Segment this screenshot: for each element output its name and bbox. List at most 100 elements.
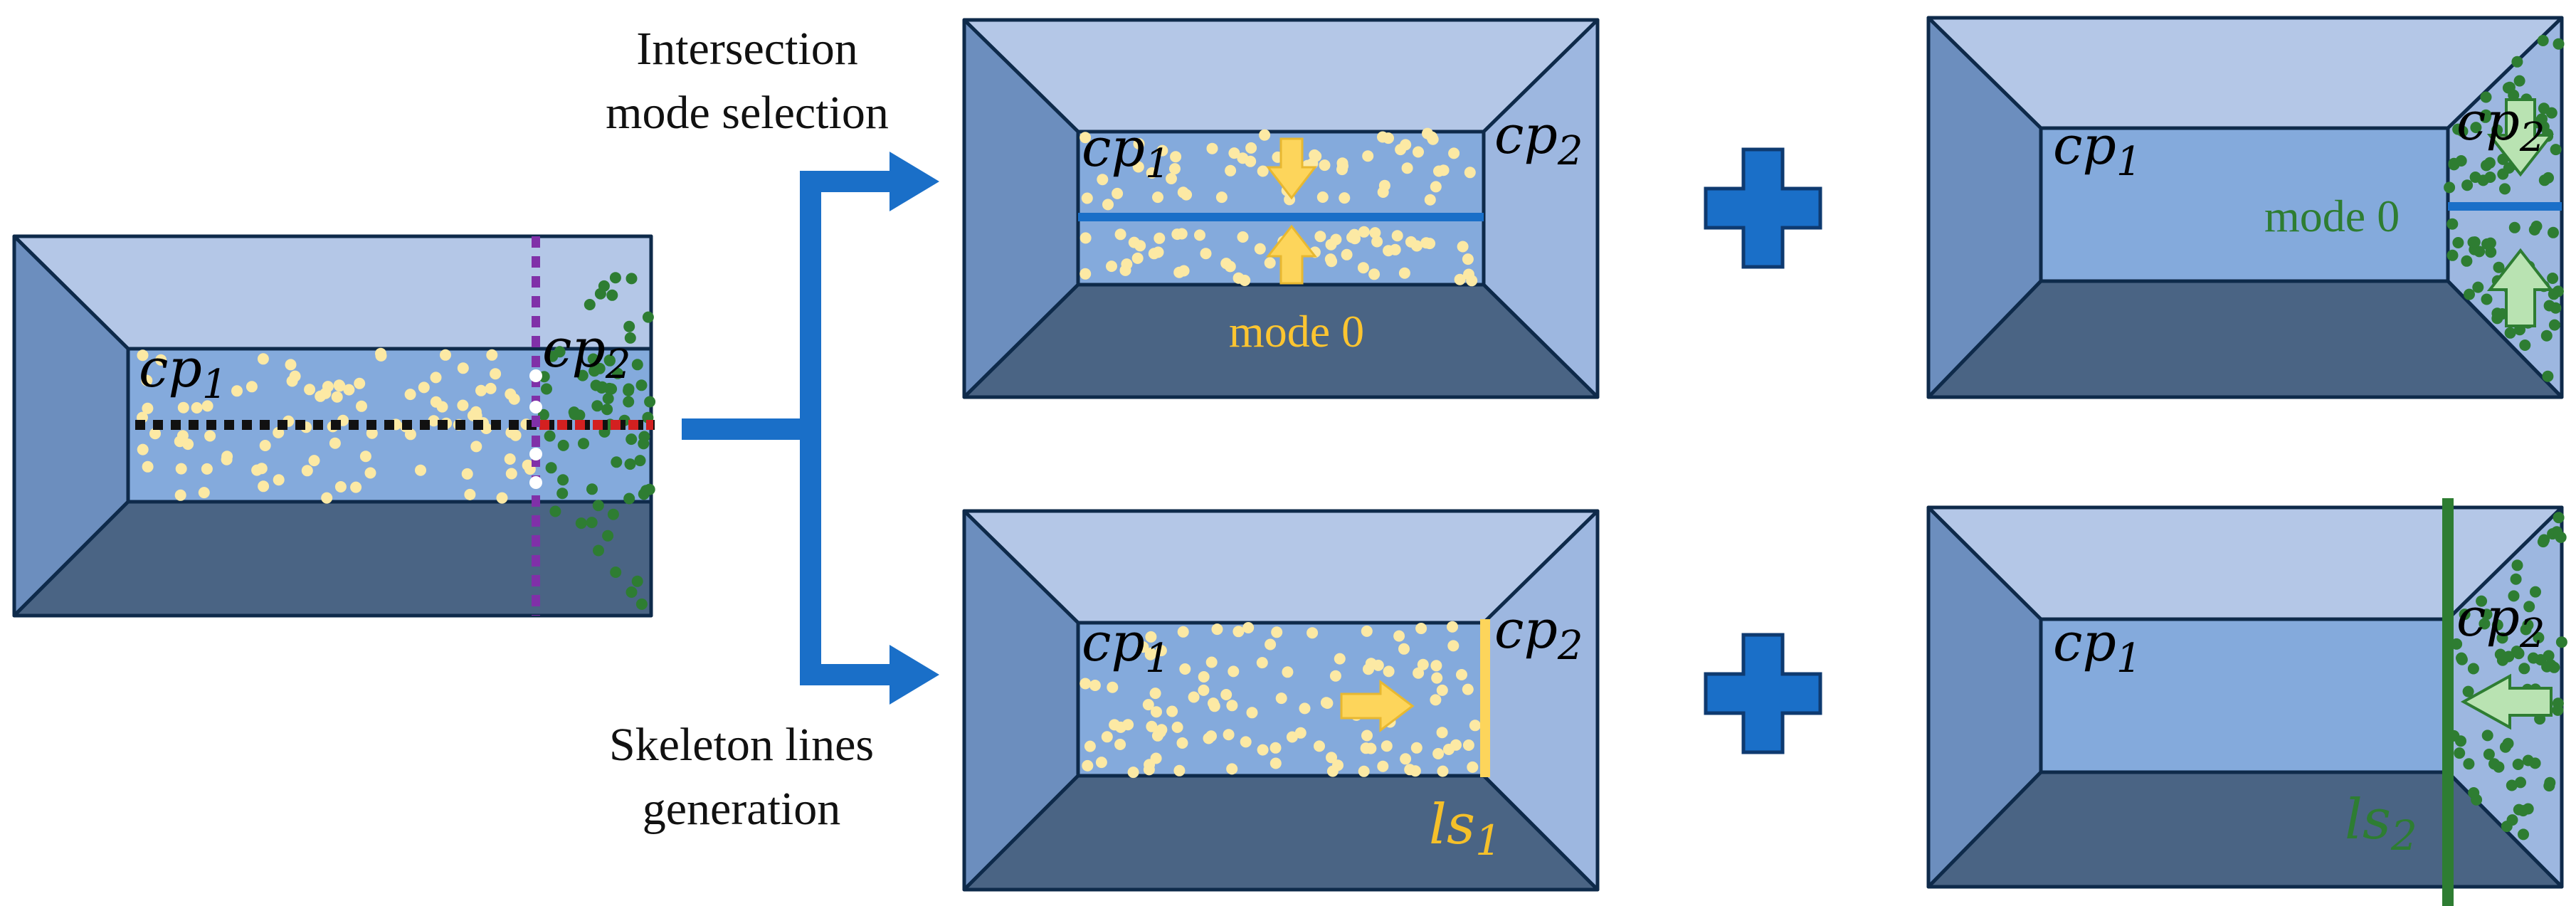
yellow-point (1226, 763, 1238, 775)
yellow-point (1226, 700, 1238, 712)
yellow-point (1225, 164, 1237, 177)
green-point (635, 598, 648, 610)
green-point (2469, 236, 2481, 248)
arrow-bottom-branch (800, 664, 899, 685)
yellow-point (457, 399, 469, 411)
yellow-point (1239, 275, 1251, 286)
yellow-point (1432, 748, 1445, 759)
green-point (2508, 221, 2520, 233)
yellow-point (1424, 238, 1436, 250)
yellow-point (464, 488, 476, 500)
green-point (545, 462, 557, 474)
yellow-point (1357, 262, 1369, 274)
yellow-point (1467, 761, 1479, 773)
yellow-point (1371, 236, 1383, 248)
yellow-point (204, 430, 216, 442)
yellow-point (1257, 165, 1269, 177)
green-point (590, 379, 602, 391)
green-point (2455, 735, 2466, 747)
yellow-point (329, 437, 341, 449)
yellow-point (182, 438, 194, 451)
yellow-point (1275, 692, 1287, 705)
yellow-point (1240, 736, 1252, 748)
yellow-point (331, 391, 343, 403)
green-point (2536, 113, 2548, 125)
skeleton-yellow-cp2-label: cp2 (1494, 599, 1583, 669)
yellow-point (1194, 229, 1205, 241)
green-point (2463, 758, 2475, 770)
green-point (631, 359, 643, 371)
plus-icon (1704, 633, 1822, 754)
mode-green-label: mode 0 (2264, 191, 2400, 241)
input-cp1-label: cp1 (139, 338, 227, 408)
yellow-point (251, 464, 263, 476)
yellow-point (1166, 705, 1178, 717)
white-intersection-point (529, 369, 542, 382)
yellow-point (1316, 191, 1329, 203)
green-point (2456, 652, 2467, 664)
yellow-point (486, 349, 498, 361)
yellow-point (1173, 764, 1186, 776)
green-point (2538, 534, 2550, 546)
step-label-mode-selection: mode selection (606, 87, 889, 139)
yellow-point (1220, 258, 1232, 270)
yellow-point (1089, 680, 1101, 691)
yellow-point (1378, 179, 1390, 191)
yellow-point (137, 443, 149, 455)
mode-yellow-label: mode 0 (1229, 306, 1364, 357)
yellow-point (1329, 670, 1341, 682)
green-point (2481, 293, 2493, 305)
yellow-point (1410, 742, 1422, 754)
yellow-point (1294, 727, 1307, 739)
green-point (541, 383, 552, 395)
green-point (2497, 168, 2509, 180)
yellow-point (1413, 146, 1424, 158)
green-point (603, 354, 616, 367)
green-point (2528, 652, 2539, 664)
arrow-trunk (800, 171, 821, 685)
yellow-point (1286, 731, 1298, 743)
green-point (2533, 632, 2545, 643)
green-point (2552, 704, 2564, 716)
yellow-point (1265, 638, 1277, 650)
yellow-point (149, 428, 161, 440)
yellow-point (1097, 174, 1109, 186)
yellow-point (1269, 757, 1282, 769)
green-point (2503, 81, 2516, 93)
green-point (2493, 261, 2505, 273)
yellow-point (1188, 691, 1200, 703)
yellow-point (1155, 645, 1167, 657)
yellow-point (1156, 144, 1168, 157)
yellow-point (404, 389, 416, 401)
green-point (2496, 632, 2508, 644)
green-point (638, 438, 650, 450)
down-arrow (2486, 98, 2555, 177)
yellow-point (155, 354, 167, 366)
skeleton-green-cp2-label: cp2 (2456, 587, 2545, 657)
yellow-point (1146, 167, 1158, 179)
yellow-point (142, 402, 154, 414)
yellow-point (1156, 724, 1168, 736)
yellow-point (1114, 228, 1126, 241)
yellow-point (1456, 669, 1467, 680)
yellow-point (1080, 678, 1092, 690)
green-point (2455, 155, 2467, 167)
up-arrow (1265, 224, 1318, 285)
green-point (587, 353, 599, 365)
green-point (2491, 619, 2503, 631)
white-intersection-point (529, 476, 542, 489)
yellow-point (174, 489, 186, 501)
green-point (2523, 601, 2535, 613)
green-point (2499, 183, 2511, 195)
mode-yellow-box (962, 18, 1600, 399)
green-point (586, 517, 598, 529)
green-point (2511, 559, 2523, 571)
yellow-point (436, 401, 448, 413)
step-label-generation: generation (643, 783, 841, 835)
yellow-point (1398, 643, 1410, 655)
yellow-point (1245, 142, 1257, 154)
yellow-point (1326, 752, 1337, 764)
yellow-point (1145, 631, 1157, 643)
skeleton-yellow-ls-label: ls1 (1429, 793, 1501, 865)
